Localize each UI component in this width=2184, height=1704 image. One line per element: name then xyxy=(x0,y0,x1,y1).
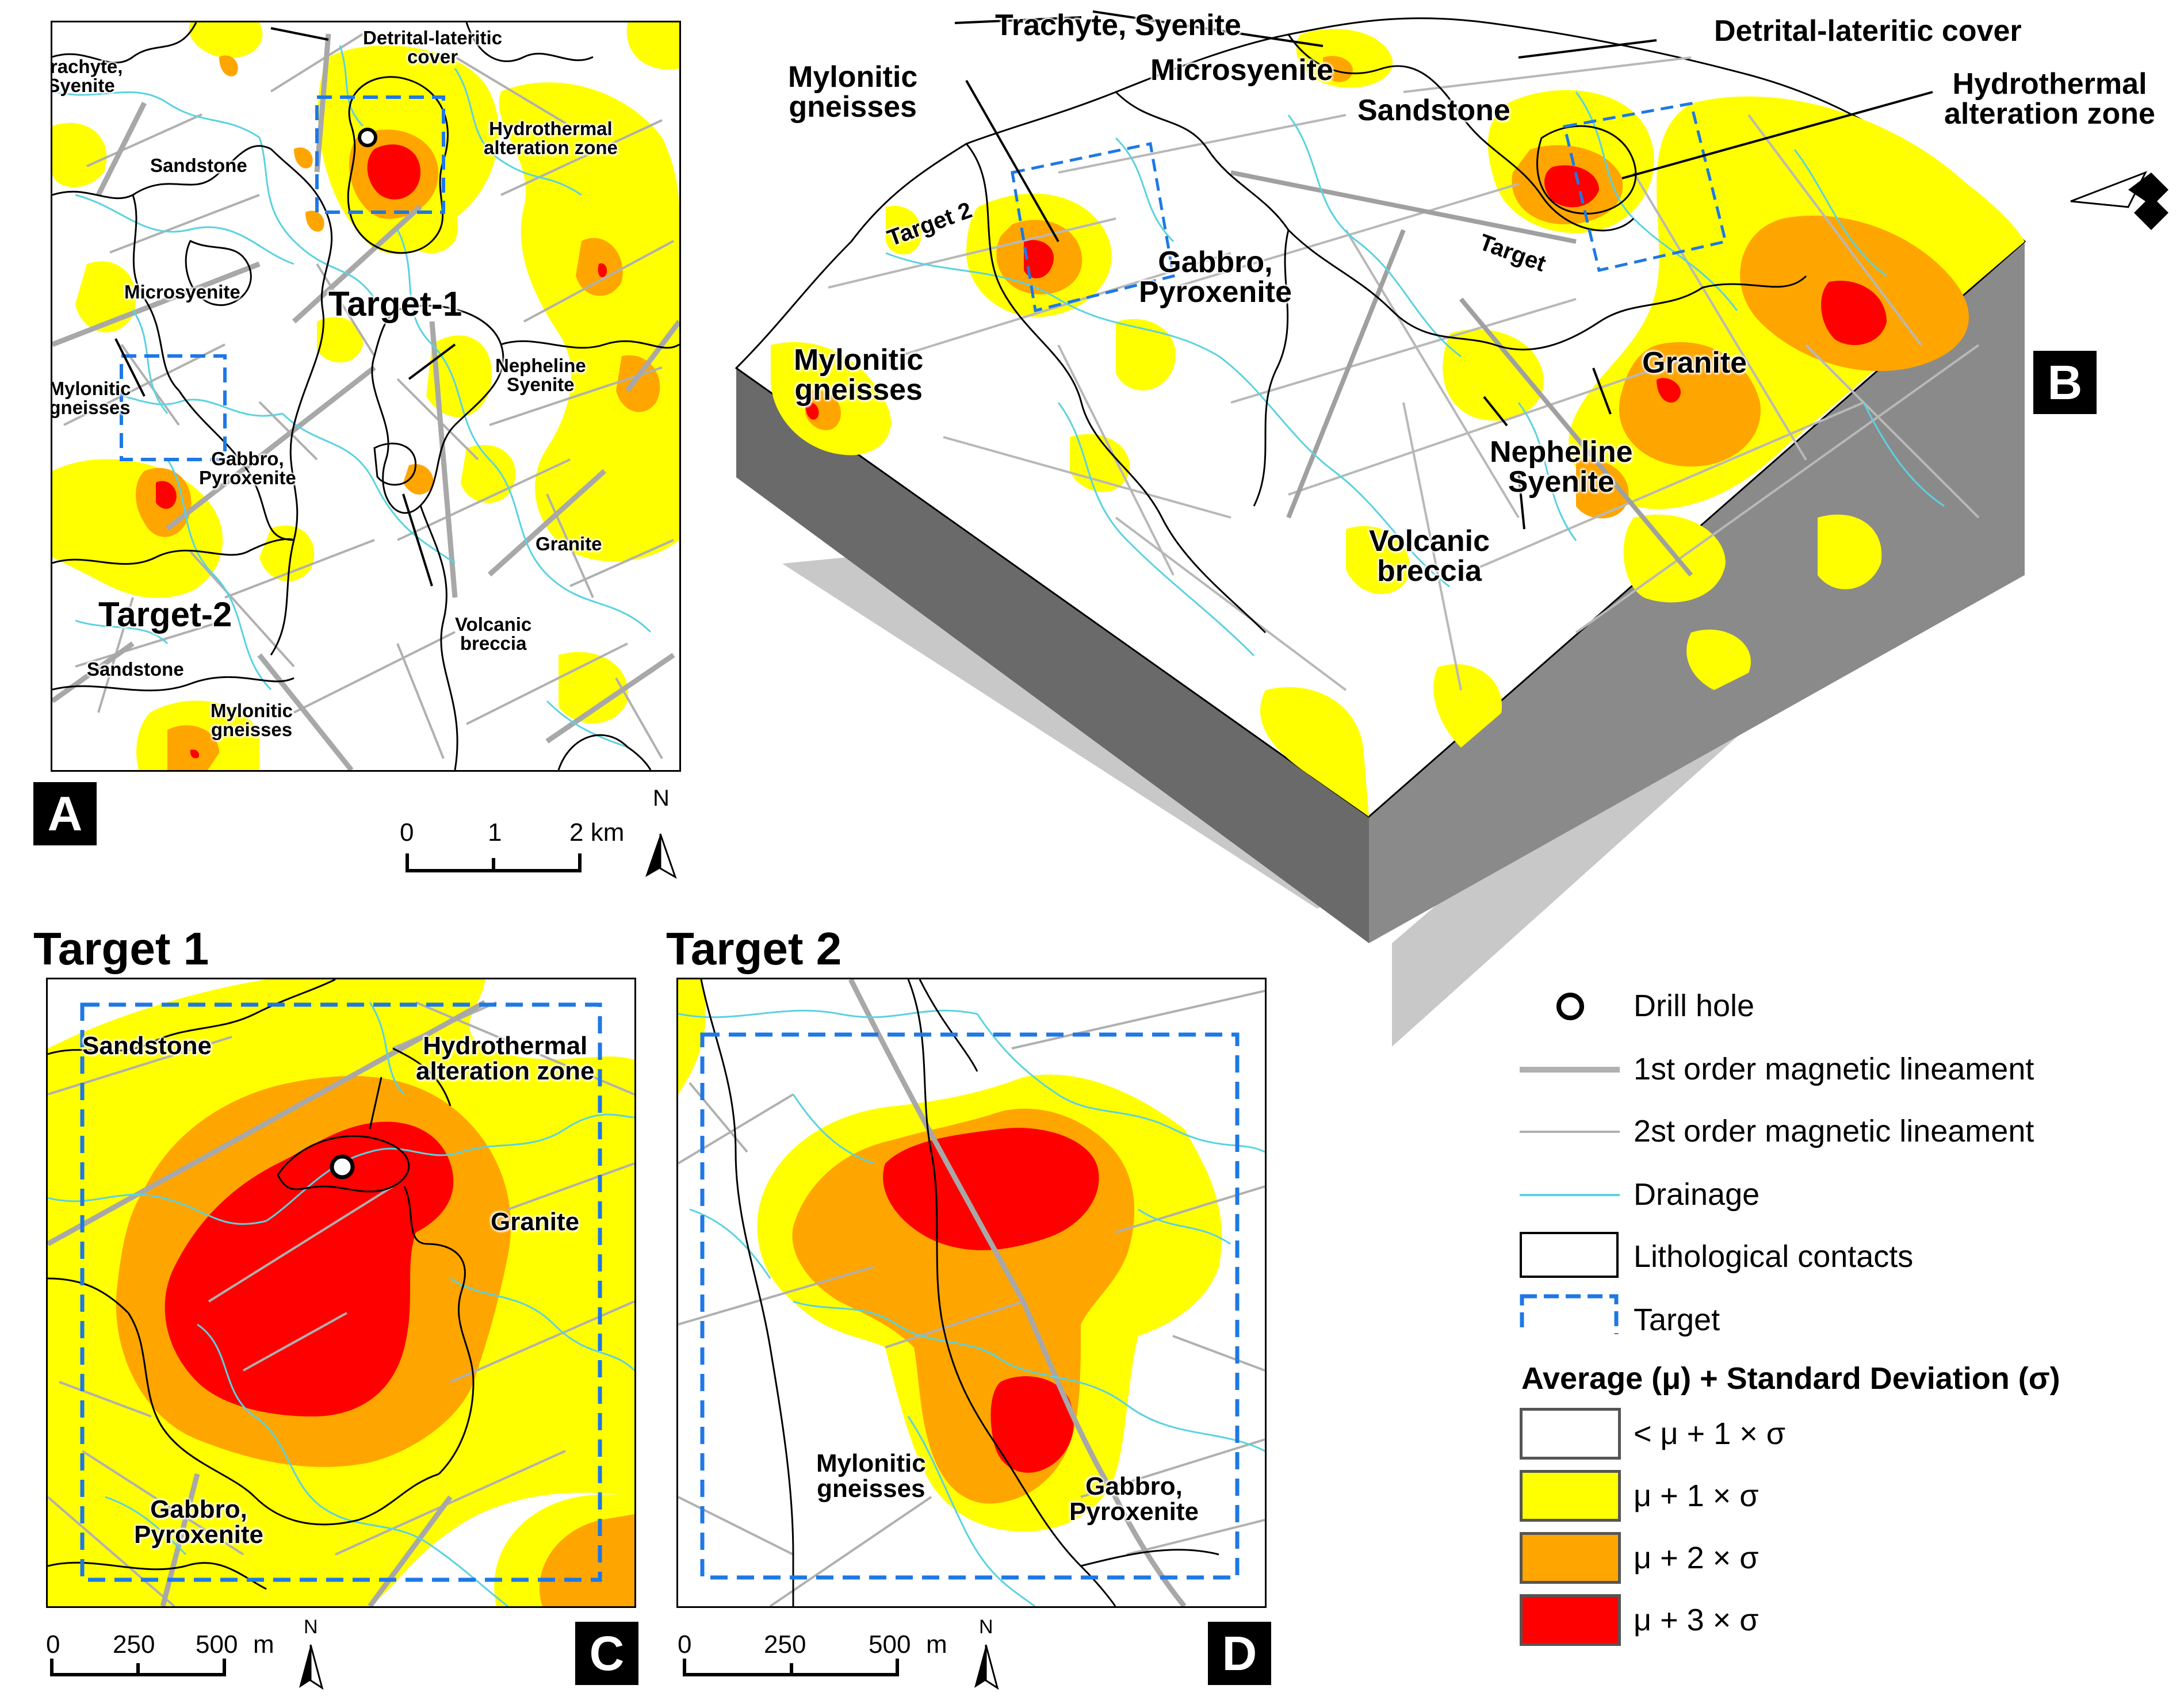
targets-a xyxy=(120,95,445,461)
a-label-hydro: Hydrothermal alteration zone xyxy=(484,118,618,158)
legend-swatch-class1 xyxy=(1520,1470,1621,1522)
map-panel-d: Mylonitic gneisses Gabbro, Pyroxenite xyxy=(676,978,1267,1608)
b-label-hydro: Hydrothermal alteration zone xyxy=(1944,67,2155,131)
c-north-label: N xyxy=(304,1616,318,1638)
a-label-mylonitic-2: Mylonitic gneisses xyxy=(211,700,293,740)
panel-b-badge: B xyxy=(2033,351,2097,414)
b-label-mylonitic-2: Mylonitic gneisses xyxy=(794,343,924,407)
a-label-nepheline: Nepheline Syenite xyxy=(495,355,586,395)
legend-box-target xyxy=(1520,1294,1619,1334)
legend-label-drainage: Drainage xyxy=(1634,1177,1760,1212)
c-scale-500: 500 xyxy=(196,1630,238,1659)
d-north-arrow-icon xyxy=(974,1644,999,1690)
c-label-granite: Granite xyxy=(491,1208,580,1236)
a-label-sandstone-2: Sandstone xyxy=(87,658,184,680)
legend-swatch-class0 xyxy=(1520,1408,1621,1460)
c-label-sandstone: Sandstone xyxy=(82,1032,212,1060)
a-scale-0: 0 xyxy=(400,818,414,847)
c-north-arrow-icon xyxy=(299,1644,324,1690)
d-north-label: N xyxy=(979,1616,993,1638)
a-label-granite: Granite xyxy=(536,533,602,554)
drill-hole-c xyxy=(330,1154,355,1180)
legend-class1-label: μ + 1 × σ xyxy=(1634,1479,1759,1513)
legend-drill-hole-icon xyxy=(1556,993,1584,1020)
c-scale-bar xyxy=(50,1659,226,1676)
a-label-mylonitic-1: Mylonitic gneisses xyxy=(51,378,131,418)
b-label-trachyte: Trachyte, Syenite xyxy=(995,9,1241,42)
legend-label-2nd-lineament: 2st order magnetic lineament xyxy=(1634,1114,2034,1148)
panel-a-badge: A xyxy=(33,782,97,845)
legend-swatch-class3 xyxy=(1520,1594,1621,1646)
a-label-gabbro: Gabbro, Pyroxenite xyxy=(199,448,296,488)
d-title: Target 2 xyxy=(666,923,842,974)
c-label-gabbro: Gabbro, Pyroxenite xyxy=(134,1495,263,1549)
panel-c-badge: C xyxy=(575,1622,638,1685)
lineaments-1st xyxy=(52,33,679,770)
legend-box-contacts xyxy=(1520,1232,1619,1278)
legend-label-contacts: Lithological contacts xyxy=(1634,1239,1914,1274)
a-scale-bar xyxy=(406,853,582,872)
d-scale-bar xyxy=(683,1659,899,1676)
map-d-canvas xyxy=(678,979,1265,1606)
b-label-sandstone: Sandstone xyxy=(1357,94,1510,127)
legend-label-drill-hole: Drill hole xyxy=(1634,989,1755,1023)
c-label-hydro: Hydrothermal alteration zone xyxy=(416,1032,595,1085)
d-scale-250: 250 xyxy=(764,1630,806,1659)
a-scale-2: 2 km xyxy=(569,818,625,847)
a-label-target-1: Target-1 xyxy=(328,285,462,323)
panel-d-badge: D xyxy=(1208,1622,1271,1685)
d-scale-unit: m xyxy=(926,1630,947,1659)
a-label-detrital: Detrital-lateritic cover xyxy=(363,27,503,67)
d-scale-0: 0 xyxy=(678,1630,692,1659)
d-label-gabbro: Gabbro, Pyroxenite xyxy=(1069,1472,1199,1526)
b-label-volcanic: Volcanic breccia xyxy=(1369,524,1490,588)
b-label-nepheline: Nepheline Syenite xyxy=(1490,435,1633,499)
legend-class-title: Average (μ) + Standard Deviation (σ) xyxy=(1521,1361,2060,1396)
class3-regions xyxy=(156,144,607,759)
map-panel-a: Detrital-lateritic cover Trachyte, Syeni… xyxy=(51,21,681,772)
a-scale-1: 1 xyxy=(488,818,502,847)
b-label-mylonitic-1: Mylonitic gneisses xyxy=(788,60,918,124)
b-label-detrital: Detrital-lateritic cover xyxy=(1714,14,2022,48)
legend-swatch-class2 xyxy=(1520,1532,1621,1584)
legend-class3-label: μ + 3 × σ xyxy=(1634,1603,1759,1637)
b-label-microsyenite: Microsyenite xyxy=(1150,53,1333,87)
a-label-trachyte: Trachyte, Syenite xyxy=(51,56,123,96)
c-title: Target 1 xyxy=(33,923,209,974)
d-label-mylonitic: Mylonitic gneisses xyxy=(816,1449,926,1503)
a-label-target-2: Target-2 xyxy=(98,595,232,634)
c-scale-unit: m xyxy=(253,1630,274,1659)
a-north-label: N xyxy=(653,786,670,811)
legend-class2-label: μ + 2 × σ xyxy=(1634,1541,1759,1575)
map-c-canvas xyxy=(48,979,634,1606)
map-panel-c: Sandstone Hydrothermal alteration zone G… xyxy=(46,978,636,1608)
drill-hole-a xyxy=(358,128,377,147)
block-diagram-b xyxy=(735,10,2168,1047)
b-label-granite: Granite xyxy=(1642,346,1747,380)
map-a-canvas xyxy=(52,22,679,770)
c-scale-250: 250 xyxy=(113,1630,155,1659)
b-north-arrow-icon xyxy=(2070,171,2168,230)
a-north-arrow-icon xyxy=(645,833,677,879)
drainage-a xyxy=(52,45,652,748)
c-scale-0: 0 xyxy=(46,1630,60,1659)
legend-label-1st-lineament: 1st order magnetic lineament xyxy=(1634,1052,2034,1086)
legend-symbols xyxy=(1520,993,1620,1334)
b-label-gabbro: Gabbro, Pyroxenite xyxy=(1139,246,1292,309)
legend-class0-label: < μ + 1 × σ xyxy=(1634,1416,1786,1451)
legend-label-target: Target xyxy=(1634,1303,1720,1337)
a-label-volcanic: Volcanic breccia xyxy=(455,614,532,654)
d-scale-500: 500 xyxy=(869,1630,911,1659)
a-label-sandstone-1: Sandstone xyxy=(150,155,247,176)
a-label-microsyenite: Microsyenite xyxy=(124,281,240,302)
leaders-a xyxy=(114,27,456,587)
